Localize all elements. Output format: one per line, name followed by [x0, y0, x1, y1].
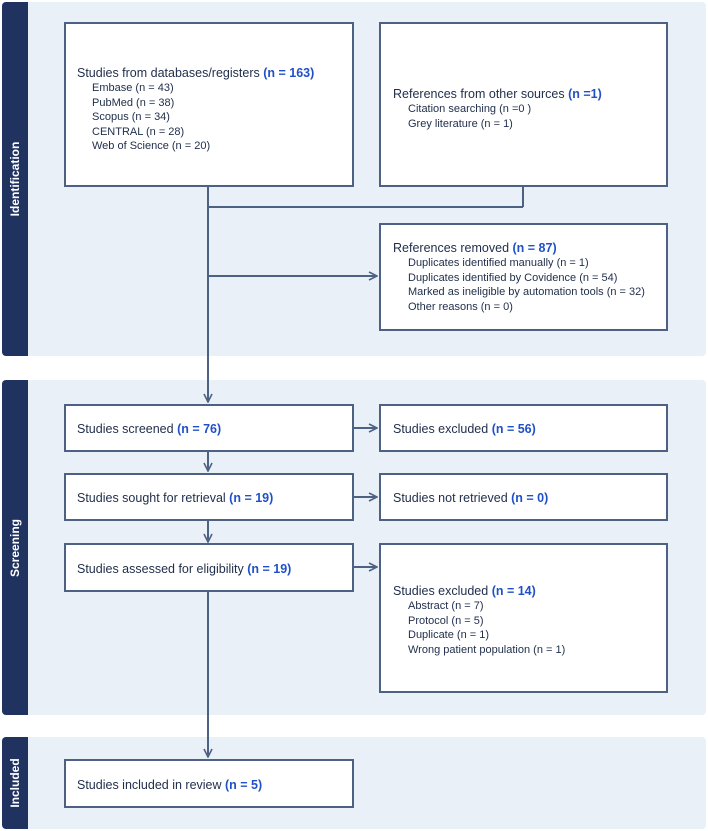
studies-not-retrieved-text: Studies not retrieved (n = 0): [393, 491, 549, 505]
studies-included-box: Studies included in review (n = 5): [64, 759, 354, 808]
databases-list: Embase (n = 43) PubMed (n = 38) Scopus (…: [77, 81, 342, 154]
studies-excluded-eligibility-box: Studies excluded (n = 14) Abstract (n = …: [379, 543, 668, 693]
list-item: Duplicate (n = 1): [408, 629, 490, 641]
studies-assessed-count: (n = 19): [247, 562, 292, 576]
studies-excluded-eligibility-heading: Studies excluded (n = 14): [393, 584, 536, 598]
studies-sought-text: Studies sought for retrieval (n = 19): [77, 491, 274, 505]
list-item: PubMed (n = 38): [92, 96, 175, 109]
screening-phase-label: Screening: [2, 380, 28, 715]
databases-heading: Studies from databases/registers (n = 16…: [77, 66, 315, 80]
list-item: Protocol (n = 5): [408, 614, 484, 627]
studies-excluded-count: (n = 56): [491, 422, 536, 436]
list-item: Marked as ineligible by automation tools…: [408, 286, 645, 298]
studies-not-retrieved-count: (n = 0): [511, 491, 549, 505]
studies-excluded-eligibility-count: (n = 14): [491, 584, 536, 598]
list-item: Other reasons (n = 0): [408, 300, 513, 313]
list-item: Scopus (n = 34): [92, 111, 170, 123]
references-removed-list: Duplicates identified manually (n = 1) D…: [393, 256, 656, 314]
references-removed-box: References removed (n = 87) Duplicates i…: [379, 223, 668, 331]
studies-assessed-text: Studies assessed for eligibility (n = 19…: [77, 562, 292, 576]
list-item: Abstract (n = 7): [408, 600, 484, 612]
studies-screened-count: (n = 76): [177, 422, 222, 436]
studies-screened-box: Studies screened (n = 76): [64, 404, 354, 452]
references-removed-count: (n = 87): [512, 241, 557, 255]
other-sources-list: Citation searching (n =0 ) Grey literatu…: [393, 102, 656, 131]
databases-count: (n = 163): [263, 66, 315, 80]
list-item: Duplicates identified manually (n = 1): [408, 257, 589, 269]
studies-screened-text: Studies screened (n = 76): [77, 422, 222, 436]
other-sources-heading: References from other sources (n =1): [393, 87, 602, 101]
identification-phase-label: Identification: [2, 2, 28, 356]
list-item: Embase (n = 43): [92, 82, 174, 94]
list-item: Grey literature (n = 1): [408, 117, 513, 130]
other-sources-box: References from other sources (n =1) Cit…: [379, 22, 668, 187]
studies-included-count: (n = 5): [225, 778, 263, 792]
databases-box: Studies from databases/registers (n = 16…: [64, 22, 354, 187]
studies-excluded-text: Studies excluded (n = 56): [393, 422, 536, 436]
included-phase-label: Included: [2, 737, 28, 829]
references-removed-heading: References removed (n = 87): [393, 241, 557, 255]
other-sources-count: (n =1): [568, 87, 602, 101]
studies-included-text: Studies included in review (n = 5): [77, 778, 263, 792]
list-item: Citation searching (n =0 ): [408, 103, 532, 115]
studies-sought-box: Studies sought for retrieval (n = 19): [64, 473, 354, 521]
studies-excluded-box: Studies excluded (n = 56): [379, 404, 668, 452]
list-item: Web of Science (n = 20): [92, 140, 211, 152]
studies-sought-count: (n = 19): [229, 491, 274, 505]
excluded-reasons-list: Abstract (n = 7) Protocol (n = 5) Duplic…: [393, 599, 656, 657]
list-item: CENTRAL (n = 28): [92, 125, 185, 138]
list-item: Duplicates identified by Covidence (n = …: [408, 271, 618, 284]
studies-assessed-box: Studies assessed for eligibility (n = 19…: [64, 543, 354, 592]
list-item: Wrong patient population (n = 1): [408, 643, 566, 656]
studies-not-retrieved-box: Studies not retrieved (n = 0): [379, 473, 668, 521]
